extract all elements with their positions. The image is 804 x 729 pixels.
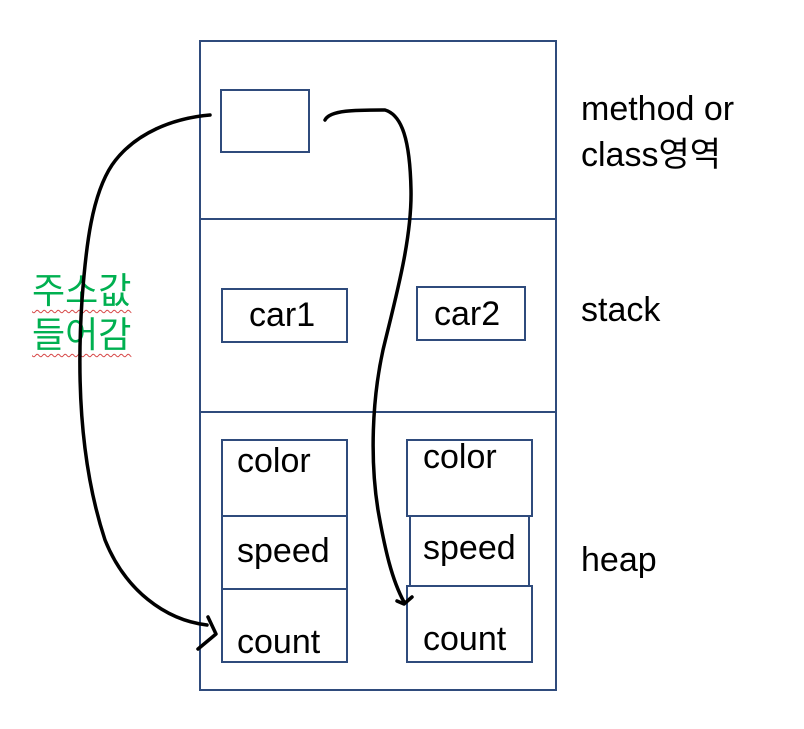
stack-var-car1 bbox=[221, 288, 348, 343]
stack-var-car2 bbox=[416, 286, 526, 341]
heap-object-1-field-color: color bbox=[237, 442, 311, 480]
heap-object-2-field-speed: speed bbox=[423, 529, 516, 567]
method-area-label-line1: method or bbox=[581, 90, 735, 128]
left-arrow-head bbox=[196, 615, 218, 651]
heap-label: heap bbox=[581, 541, 657, 579]
heap-object-1-field-speed: speed bbox=[237, 532, 330, 570]
heap-region bbox=[199, 411, 557, 691]
stack-label: stack bbox=[581, 291, 661, 329]
heap-object-2-count-cell bbox=[406, 585, 533, 663]
car2-label: car2 bbox=[434, 295, 501, 333]
right-arrow-head bbox=[395, 595, 414, 606]
method-area-label-line2: class영역 bbox=[581, 136, 722, 174]
heap-object-1-count-cell bbox=[221, 588, 348, 663]
car1-label: car1 bbox=[249, 296, 316, 334]
heap-object-2-field-color: color bbox=[423, 438, 497, 476]
heap-object-2-field-count: count bbox=[423, 620, 507, 658]
heap-object-1-field-count: count bbox=[237, 623, 321, 661]
left-arrow-curve bbox=[78, 113, 212, 627]
right-arrow-curve bbox=[323, 108, 413, 604]
method-area-box bbox=[220, 89, 310, 153]
